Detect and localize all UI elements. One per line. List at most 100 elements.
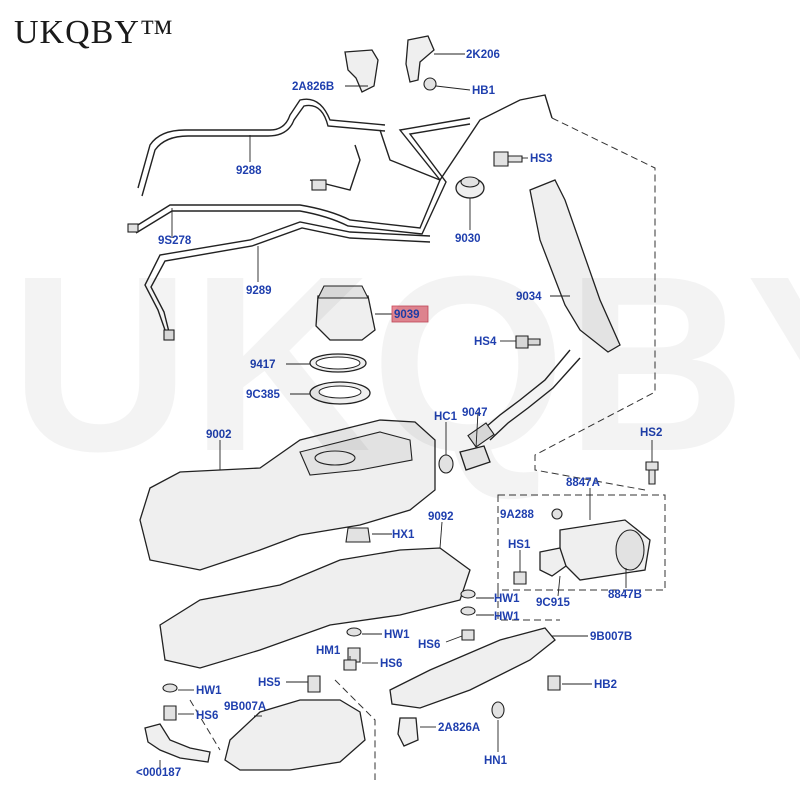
label-HS6-b: HS6 bbox=[380, 658, 402, 670]
nut-HN1 bbox=[491, 701, 505, 719]
label-HS6-a: HS6 bbox=[418, 639, 440, 651]
fuel-tank-pump-port bbox=[314, 450, 356, 466]
label-HS6-c: HS6 bbox=[196, 710, 218, 722]
fastener-HX1 bbox=[345, 527, 371, 543]
filler-hose-9047 bbox=[459, 445, 491, 471]
label-9039: 9039 bbox=[394, 309, 420, 321]
heat-shield-9B007A bbox=[224, 699, 366, 771]
valve-9C915 bbox=[539, 547, 567, 577]
dashed-group-box-canister bbox=[497, 494, 666, 591]
label-8847A: 8847A bbox=[566, 477, 600, 489]
label-HC1: HC1 bbox=[434, 411, 458, 423]
dashed-route-bracket bbox=[189, 699, 221, 751]
washer-HW1-d bbox=[162, 683, 178, 693]
fuel-cap-9030-top bbox=[460, 176, 480, 188]
label-2A826A: 2A826A bbox=[438, 722, 480, 734]
screw-HS4 bbox=[515, 335, 541, 349]
fuel-line-9288 bbox=[137, 98, 386, 189]
label-HW1-b: HW1 bbox=[494, 611, 520, 623]
label-HW1-a: HW1 bbox=[494, 593, 520, 605]
bolt-HB2 bbox=[547, 675, 561, 691]
label-9288: 9288 bbox=[236, 165, 262, 177]
screw-HS6-a bbox=[461, 629, 475, 641]
fuel-line-fill-vent bbox=[379, 94, 553, 181]
label-HS5: HS5 bbox=[258, 677, 281, 689]
fuel-pump-9039 bbox=[315, 295, 376, 341]
label-HN1: HN1 bbox=[484, 755, 508, 767]
label-HS3: HS3 bbox=[530, 153, 552, 165]
screw-HS2 bbox=[645, 461, 659, 485]
fuel-pump-top bbox=[317, 285, 369, 299]
bolt-HB1 bbox=[423, 77, 437, 91]
fastener-HM1 bbox=[343, 659, 357, 671]
label-HW1-c: HW1 bbox=[384, 629, 410, 641]
label-9S278: 9S278 bbox=[158, 235, 192, 247]
label-9002: 9002 bbox=[206, 429, 232, 441]
screw-HS6-b bbox=[347, 647, 361, 663]
label-2K206: 2K206 bbox=[466, 49, 500, 61]
dashed-route-canister bbox=[534, 117, 656, 491]
label-9B007B: 9B007B bbox=[590, 631, 632, 643]
label-HB1: HB1 bbox=[472, 85, 496, 97]
fuel-line-9S278 bbox=[132, 117, 471, 229]
bracket-2A826B bbox=[344, 49, 379, 93]
label-9047: 9047 bbox=[462, 407, 488, 419]
label-HB2: HB2 bbox=[594, 679, 617, 691]
label-HW1-d: HW1 bbox=[196, 685, 222, 697]
fuel-line-clip bbox=[311, 179, 327, 191]
filler-neck-tube bbox=[479, 349, 571, 433]
bracket-000187 bbox=[144, 723, 211, 763]
fuel-line-end-9289 bbox=[163, 329, 175, 341]
label-9C915: 9C915 bbox=[536, 597, 570, 609]
label-9B007A: 9B007A bbox=[224, 701, 266, 713]
label-9092: 9092 bbox=[428, 511, 454, 523]
label-9417: 9417 bbox=[250, 359, 276, 371]
washer-HW1-b bbox=[460, 606, 476, 616]
fuel-line-9289b bbox=[150, 227, 431, 337]
heat-shield-9092 bbox=[159, 547, 471, 669]
dashed-route-hs1 bbox=[497, 590, 560, 621]
filler-neck-spout bbox=[467, 422, 495, 448]
filler-neck-tube-b bbox=[489, 357, 581, 441]
bracket-2K206 bbox=[405, 35, 435, 83]
label-HS4: HS4 bbox=[474, 336, 497, 348]
evap-canister-end bbox=[615, 529, 645, 571]
fuel-line-9289 bbox=[144, 221, 431, 331]
highlight-9039 bbox=[391, 305, 429, 323]
label-9030: 9030 bbox=[455, 233, 481, 245]
leader-lines bbox=[159, 53, 653, 768]
label-9A288: 9A288 bbox=[500, 509, 534, 521]
label-9289: 9289 bbox=[246, 285, 272, 297]
dashed-route-shield bbox=[334, 679, 376, 780]
label-HS2: HS2 bbox=[640, 427, 662, 439]
heat-shield-9B007B bbox=[389, 627, 556, 709]
screw-HS3 bbox=[493, 151, 523, 167]
bracket-2A826A bbox=[397, 717, 419, 747]
washer-HW1-c bbox=[346, 627, 362, 637]
label-HM1: HM1 bbox=[316, 645, 341, 657]
fuel-line-9288b bbox=[141, 104, 386, 197]
screw-HS6-c bbox=[163, 705, 177, 721]
label-8847B: 8847B bbox=[608, 589, 642, 601]
label-HS1: HS1 bbox=[508, 539, 531, 551]
label-2A826B: 2A826B bbox=[292, 81, 334, 93]
label-HX1: HX1 bbox=[392, 529, 415, 541]
part-labels: 2K206 2A826B HB1 9288 9S278 9289 HS3 903… bbox=[136, 49, 662, 779]
fuel-line-connector-block bbox=[309, 144, 361, 191]
label-9034: 9034 bbox=[516, 291, 542, 303]
hose-clamp-HC1 bbox=[438, 454, 454, 474]
fuel-line-end-9S278 bbox=[127, 223, 139, 233]
locking-ring-inner bbox=[318, 385, 362, 399]
seal-9417-inner bbox=[315, 356, 361, 370]
fitting-9A288 bbox=[551, 508, 563, 520]
filler-neck-9034 bbox=[529, 179, 621, 353]
label-000187: <000187 bbox=[136, 767, 181, 779]
label-9C385: 9C385 bbox=[246, 389, 280, 401]
fuel-line-9S278b bbox=[135, 123, 471, 235]
screw-HS5 bbox=[307, 675, 321, 693]
screw-HS1 bbox=[513, 571, 527, 585]
brand-logo-text: UKQBY™ bbox=[14, 14, 175, 51]
washer-HW1-a bbox=[460, 589, 476, 599]
